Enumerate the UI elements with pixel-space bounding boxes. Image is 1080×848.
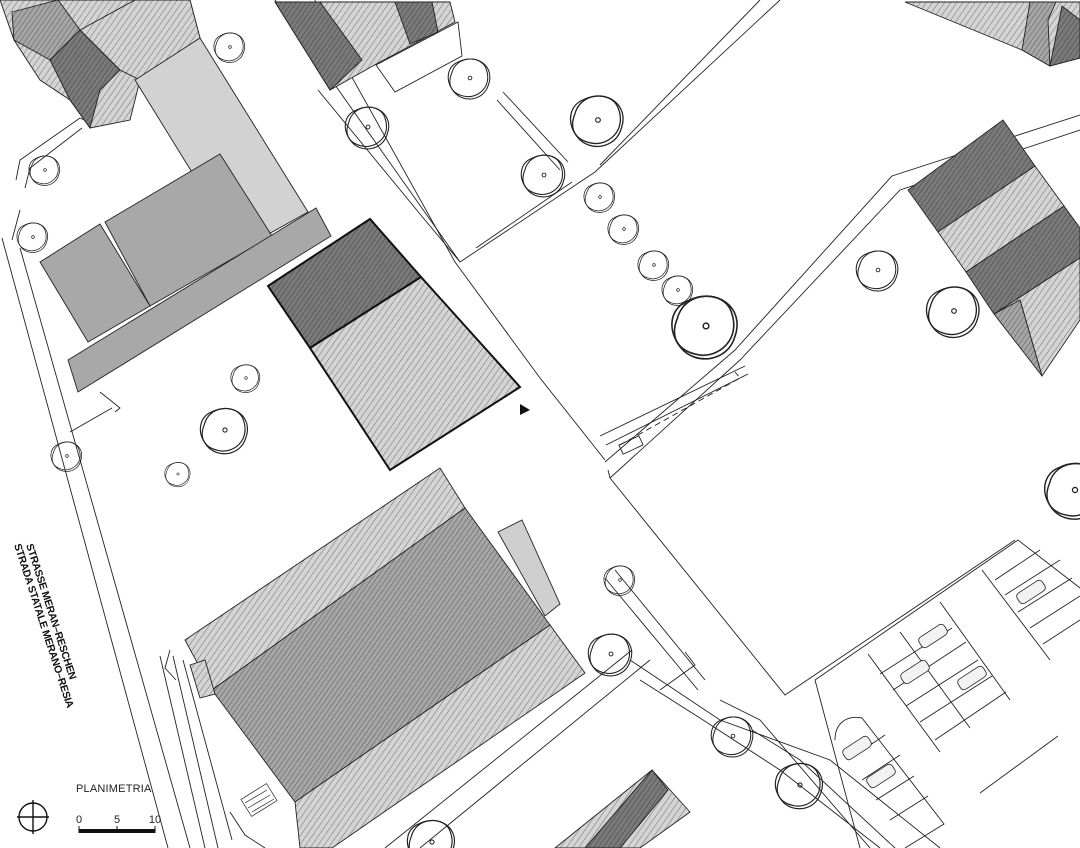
- building-s-house: [554, 769, 691, 848]
- building-new-project: [266, 217, 522, 472]
- parked-cars: [842, 579, 1046, 789]
- tree: [230, 364, 261, 393]
- entrance-marker: [520, 404, 530, 415]
- building-nw-flat: [39, 37, 332, 393]
- scale-label-0: 0: [76, 814, 82, 826]
- tree: [603, 565, 636, 596]
- scale-label-10: 10: [149, 814, 161, 826]
- tree: [447, 58, 491, 100]
- tree: [16, 222, 49, 253]
- building-ne-house: [904, 1, 1080, 67]
- stairs: [240, 783, 278, 817]
- tree: [855, 250, 899, 292]
- tree: [199, 407, 249, 455]
- tree: [637, 250, 670, 281]
- tree: [1043, 462, 1080, 520]
- tree: [774, 762, 824, 810]
- tree: [925, 286, 980, 339]
- scale-label-5: 5: [114, 814, 120, 826]
- tree: [213, 32, 246, 63]
- tree: [583, 182, 616, 213]
- tree: [520, 154, 566, 198]
- tree: [607, 214, 640, 245]
- building-nw-house: [0, 0, 201, 130]
- scale-bar: 0 5 10: [76, 814, 161, 833]
- north-arrow-icon: [17, 800, 49, 834]
- parking-area: [814, 539, 1080, 848]
- tree: [710, 716, 754, 758]
- tree: [569, 95, 624, 148]
- building-n-house: [274, 1, 463, 93]
- building-e-house: [907, 119, 1080, 378]
- tree: [344, 106, 390, 150]
- drawing-title: PLANIMETRIA: [76, 783, 152, 795]
- tree: [671, 295, 738, 360]
- tree: [50, 441, 83, 472]
- tree: [164, 462, 191, 488]
- tree: [28, 155, 61, 186]
- building-s-shed: [184, 467, 586, 848]
